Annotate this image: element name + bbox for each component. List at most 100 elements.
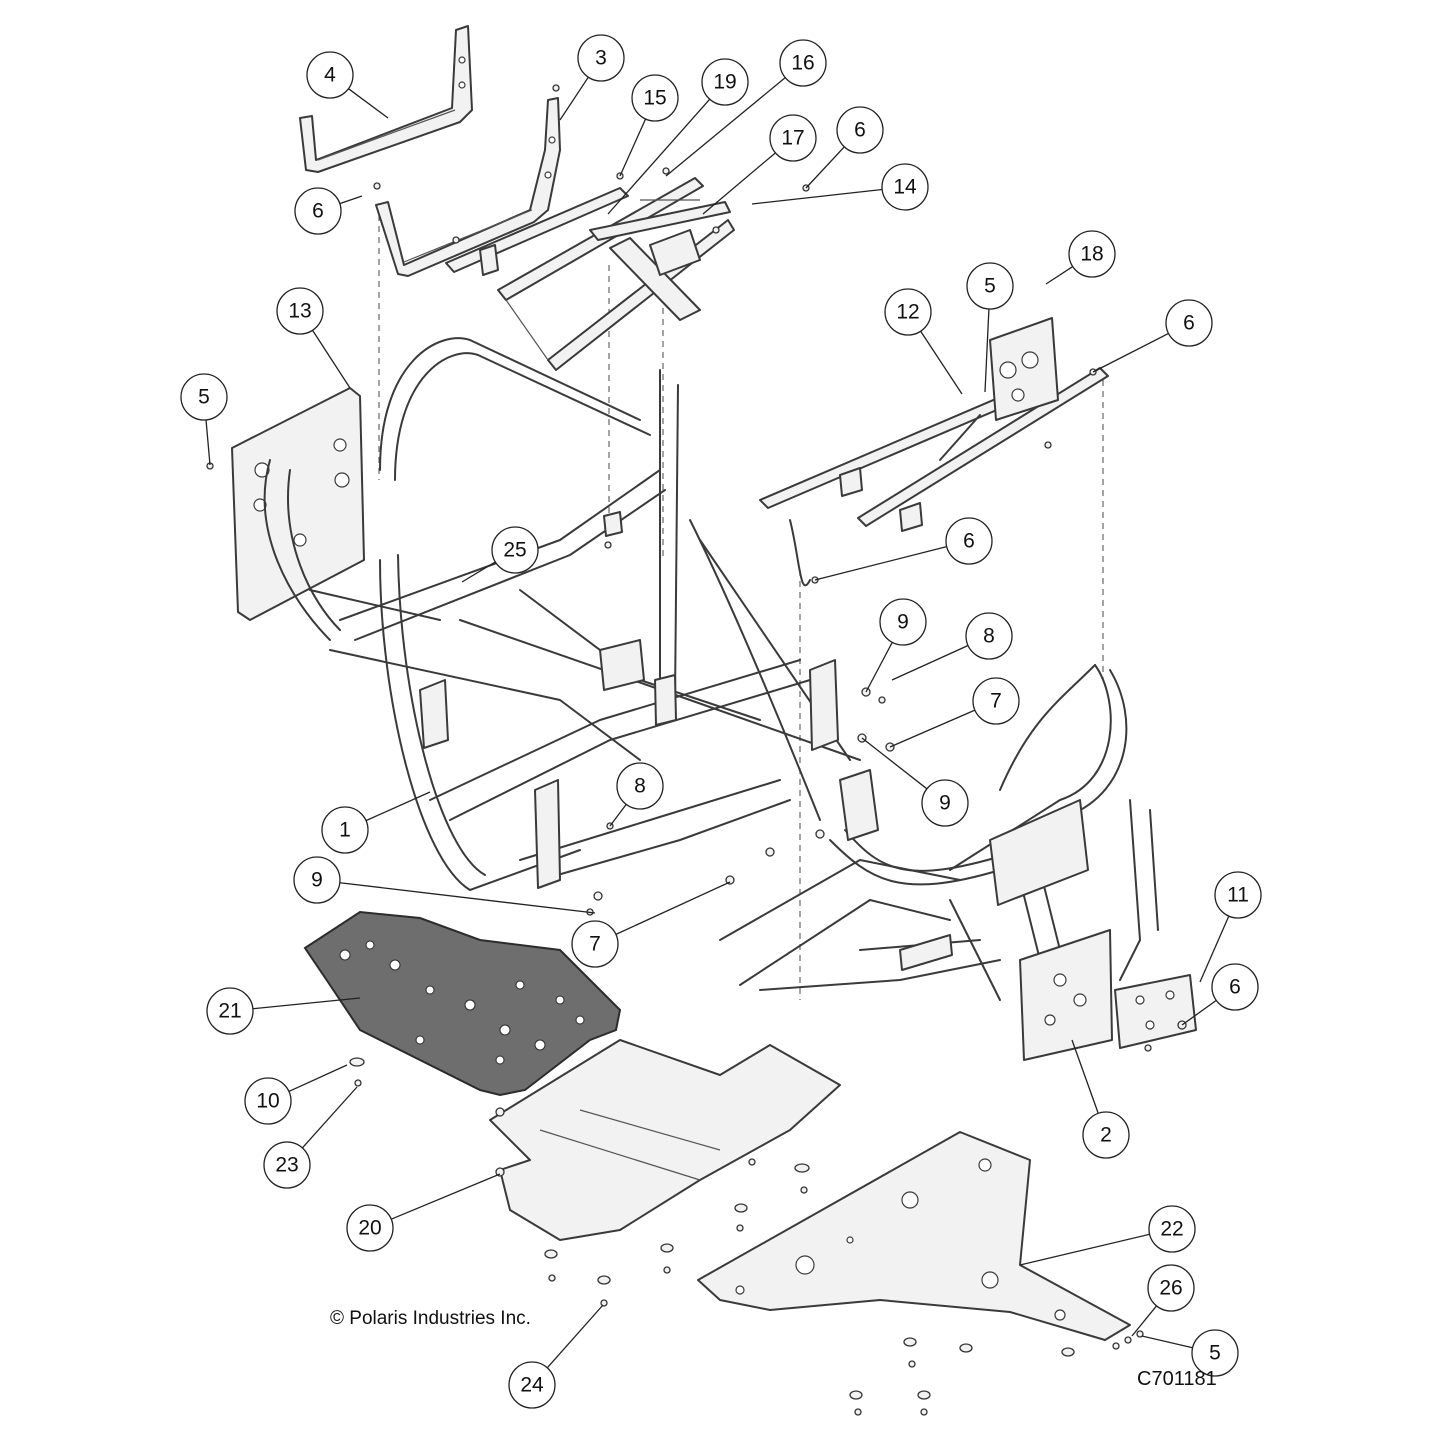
callout-label: 9 [897,611,909,634]
callout-circle [294,187,342,235]
callout-circle [769,114,817,162]
callout-12: 12 [884,288,963,395]
callout-label: 7 [990,690,1002,713]
callout-6: 6 [814,517,993,581]
callout-10: 10 [244,1064,348,1125]
callout-9: 9 [293,856,596,914]
callout-circle [879,598,927,646]
leader-line [1181,999,1217,1026]
callout-label: 10 [256,1090,279,1113]
callout-label: 17 [781,127,804,150]
callout-circle [616,762,664,810]
leader-line [461,561,496,583]
callout-circle [491,526,539,574]
callout-19: 19 [607,58,749,215]
leader-line [546,1304,604,1369]
alignment-lines [378,215,1104,1000]
callout-9: 9 [861,737,969,827]
leader-line [1092,332,1169,373]
leader-line [607,98,711,215]
leader-line [365,791,431,822]
leader-line [814,546,947,581]
callout-label: 15 [643,87,666,110]
leader-line [609,804,627,827]
callout-label: 6 [1229,976,1241,999]
callout-22: 22 [1019,1205,1196,1266]
leader-line [339,882,596,914]
leader-line [889,709,976,748]
leader-line [1019,1233,1150,1266]
callout-circle [571,920,619,968]
callout-label: 4 [324,64,336,87]
leader-line [311,329,351,389]
callout-circle [1165,299,1213,347]
callout-circle [206,987,254,1035]
callout-label: 9 [939,792,951,815]
leader-line [702,152,776,215]
callout-label: 16 [791,52,814,75]
callout-6: 6 [805,106,884,189]
callout-circle [276,287,324,335]
callout-24: 24 [508,1304,604,1409]
callout-circle [881,163,929,211]
callout-circle [921,779,969,827]
callout-2: 2 [1071,1039,1130,1159]
drawing-id: C701181 [1137,1368,1217,1390]
callout-3: 3 [559,34,625,121]
callout-label: 11 [1227,884,1249,907]
leader-line [301,1086,358,1149]
callout-1: 1 [321,791,431,854]
callout-label: 23 [275,1154,298,1177]
callout-circle [701,58,749,106]
seat-rail-assembly [445,167,810,371]
callout-18: 18 [1045,230,1116,285]
callout-circle [965,612,1013,660]
callout-label: 26 [1159,1277,1182,1300]
leader-line [1071,1039,1099,1114]
callout-6: 6 [1092,299,1213,373]
main-frame-part-1 [263,244,895,916]
callout-circle [180,373,228,421]
callout-7: 7 [571,881,731,968]
callout-5: 5 [1141,1329,1239,1377]
leader-line [348,88,389,119]
callout-6: 6 [1181,963,1259,1026]
rear-plate-part-13 [206,387,365,621]
callout-label: 8 [983,625,995,648]
front-plate-part-11 [1114,974,1197,1052]
callout-circle [1082,1111,1130,1159]
callout-5: 5 [180,373,228,466]
callout-circle [779,39,827,87]
callout-circle [1214,871,1262,919]
callout-16: 16 [665,39,827,177]
callout-25: 25 [461,526,539,583]
callout-8: 8 [609,762,664,827]
callout-label: 24 [520,1374,544,1397]
callout-circle [1211,963,1259,1011]
callout-label: 9 [311,869,323,892]
callout-label: 25 [503,539,526,562]
leader-line [205,419,211,466]
leader-line [339,195,363,205]
callout-label: 20 [358,1217,381,1240]
callout-label: 5 [1209,1342,1221,1365]
callout-9: 9 [865,598,927,693]
callout-label: 6 [312,200,324,223]
skid-plate-part-20 [489,1039,841,1241]
callout-circle [884,288,932,336]
callout-circle [293,856,341,904]
loose-fasteners [349,1057,1144,1416]
leader-line [252,997,361,1010]
callout-circle [508,1361,556,1409]
callout-label: 6 [963,530,975,553]
callout-circle [306,51,354,99]
callout-label: 12 [896,301,919,324]
callout-circle [263,1141,311,1189]
callout-label: 1 [339,819,351,842]
callout-circle [1147,1264,1195,1312]
callout-15: 15 [619,74,679,177]
callout-label: 8 [634,775,646,798]
callout-label: 5 [198,386,210,409]
skid-plate-part-22 [697,1131,1131,1341]
